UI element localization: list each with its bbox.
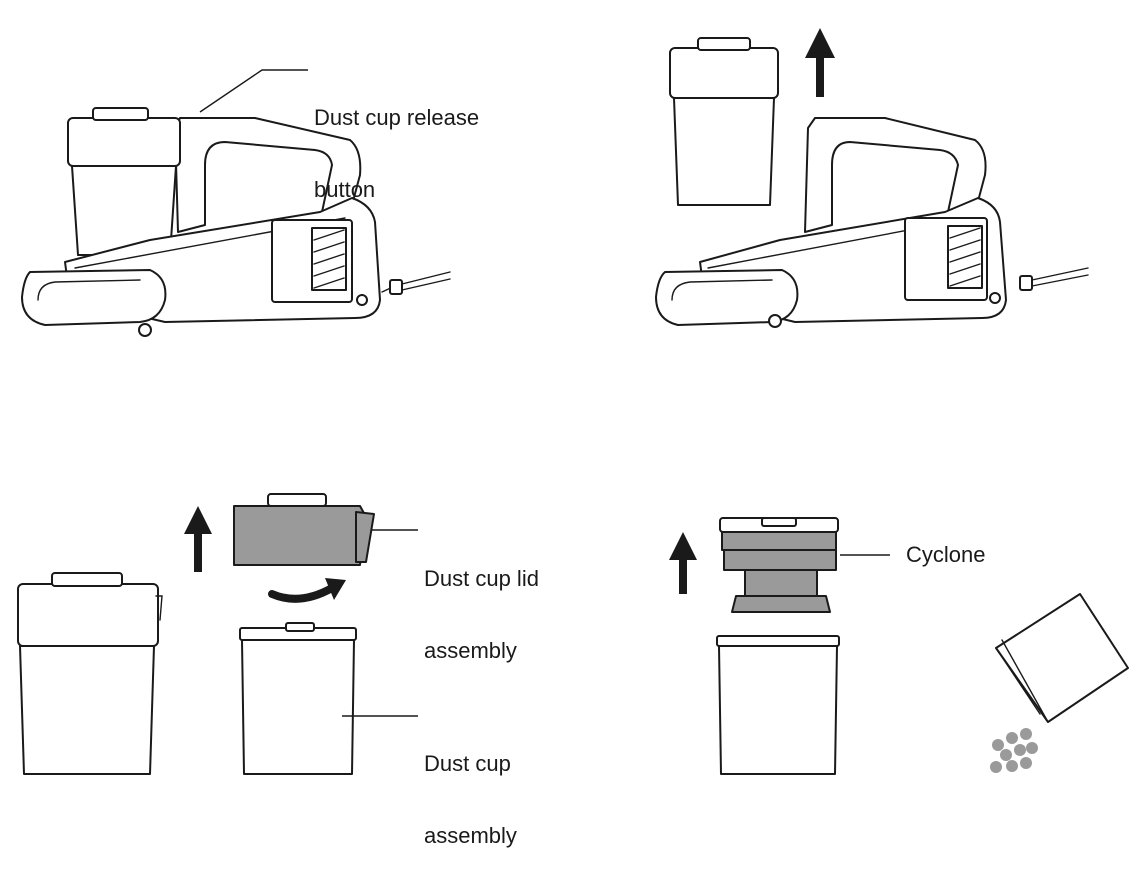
release-button-label-line1: Dust cup release	[314, 105, 480, 130]
tilted-dust-cup	[995, 593, 1129, 723]
illustration-canvas	[17, 28, 1129, 775]
cyclone-label: Cyclone	[906, 542, 986, 567]
up-arrow-icon	[669, 532, 697, 594]
lid-assembly-label: Dust cup lid assembly	[424, 519, 539, 687]
release-button-label-line2: button	[314, 177, 376, 202]
cup-assembly-label: Dust cup assembly	[424, 704, 517, 872]
release-button-label: Dust cup release button	[314, 58, 479, 226]
dust-cup-closed	[17, 572, 163, 775]
lifted-dust-cup	[669, 37, 779, 206]
curved-arrow-icon	[268, 578, 346, 603]
cyclone-assembly	[719, 517, 839, 613]
dust-particles	[990, 728, 1038, 773]
cup-assembly-label-line1: Dust cup	[424, 751, 511, 776]
empty-dust-cup	[716, 635, 840, 775]
lid-assembly-label-line1: Dust cup lid	[424, 566, 539, 591]
dust-cup-assembly	[239, 622, 357, 775]
dust-cup-lid-assembly	[233, 493, 375, 566]
vacuum-unit-detached	[655, 117, 1089, 328]
vacuum-unit-attached	[21, 107, 451, 337]
up-arrow-icon	[184, 506, 212, 572]
up-arrow-icon	[805, 28, 835, 97]
lid-assembly-label-line2: assembly	[424, 638, 517, 663]
release-button-leader	[199, 69, 308, 113]
cup-assembly-label-line2: assembly	[424, 823, 517, 848]
